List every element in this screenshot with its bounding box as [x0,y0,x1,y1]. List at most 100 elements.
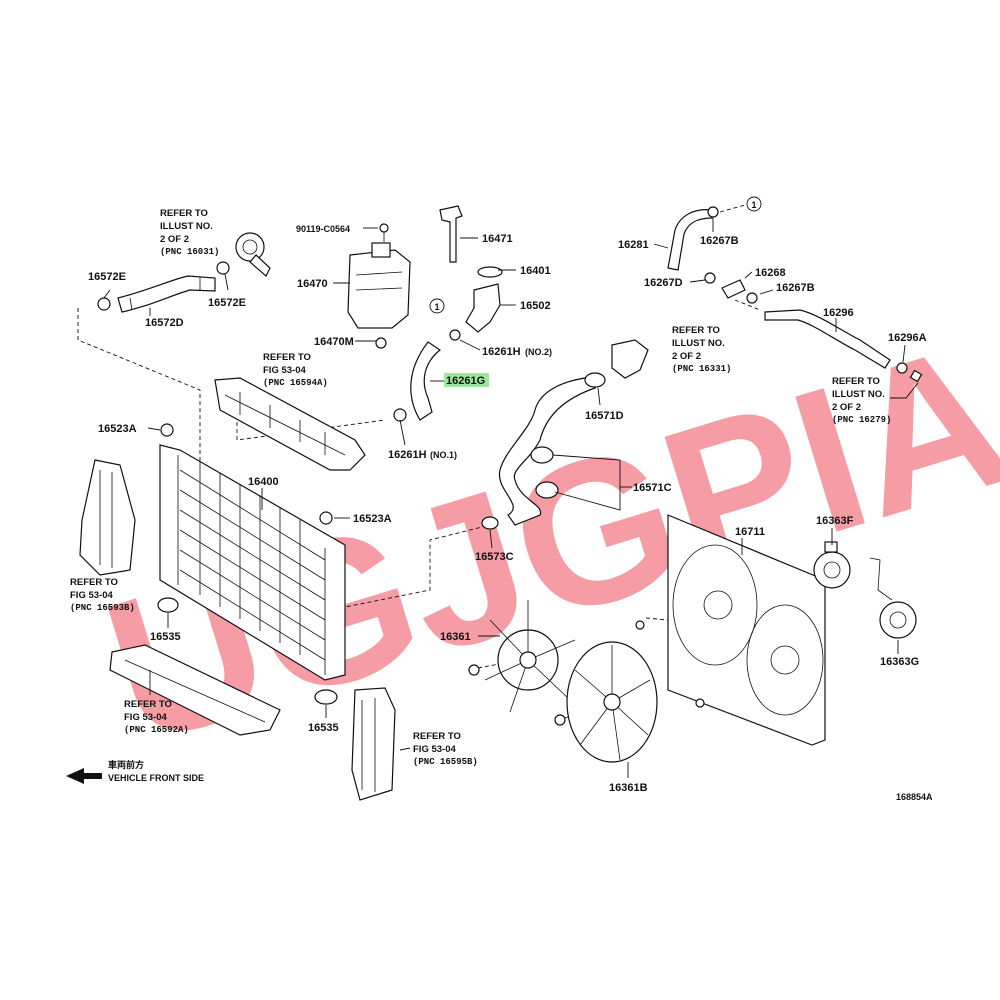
shroud-16711 [667,514,826,746]
label-16502: 16502 [520,300,551,312]
diagram-id: 168854A [896,792,933,802]
clamp-16571D [584,372,606,388]
direction-jp: 車両前方 [108,759,144,770]
ref-16593B-l2: FIG 53-04 [70,590,113,601]
label-16573C: 16573C [475,551,514,563]
dash-line-16268 [734,299,761,311]
hose-16572D [117,275,216,313]
pipe-end-16279 [909,369,923,383]
ref-16279-l4: (PNC 16279) [832,415,891,425]
label-16361B: 16361B [609,782,648,794]
ref-16031: REFER TO ILLUST NO. 2 OF 2 (PNC 16031) [160,208,219,257]
label-90119: 90119-C0564 [296,224,350,234]
water-outlet-16031 [235,232,271,277]
label-16470M: 16470M [314,336,354,348]
ref-16595B: REFER TO FIG 53-04 (PNC 16595B) [413,731,478,767]
radiator-16400 [159,444,346,681]
ref-16595B-l1: REFER TO [413,731,461,742]
cap-16401 [477,266,503,278]
clamp-16571C-b [535,481,559,499]
hose-16296 [764,309,891,369]
dash-line-16572D [77,308,201,470]
ref-16279-l2: ILLUST NO. [832,389,885,400]
nut-fan-b [554,714,566,726]
vehicle-front-indicator: 車両前方 VEHICLE FRONT SIDE [66,759,204,784]
radiator-support-upper [214,377,366,471]
label-16535-b: 16535 [308,722,339,734]
ref-16279-l3: 2 OF 2 [832,402,861,413]
label-16535-a: 16535 [150,631,181,643]
fan-16361B [566,641,658,763]
label-16268: 16268 [755,267,786,279]
bolt-shroud-a [635,620,645,630]
thermostat-16331 [611,339,649,379]
ref-16279: REFER TO ILLUST NO. 2 OF 2 (PNC 16279) [832,376,891,425]
leader-lines [103,218,919,778]
ref-16594A-l2: FIG 53-04 [263,365,306,376]
label-16571C: 16571C [633,482,672,494]
label-16711: 16711 [735,526,765,538]
label-16281: 16281 [618,239,649,251]
motor-16363F [813,541,851,589]
clamp-16296A [896,362,908,374]
dash-line-16261H1 [236,380,386,441]
label-16261H-no2-note: (NO.2) [525,347,552,357]
ref-16594A-l3: (PNC 16594A) [263,378,328,388]
clamp-16267D [704,272,716,284]
label-16470: 16470 [297,278,328,290]
cushion-16535-a [157,597,179,613]
hose-upper-long [498,377,597,526]
ref-16595B-l3: (PNC 16595B) [413,757,478,767]
label-16296: 16296 [823,307,854,319]
clamp-16261H1 [393,408,407,422]
ref-16595B-l2: FIG 53-04 [413,744,456,755]
ref-16593B-l3: (PNC 16593B) [70,603,135,613]
label-16261H-no2: 16261H [482,346,521,358]
highlight-16261G [444,373,489,387]
label-16523A-mid: 16523A [353,513,392,525]
seal-16595B [351,687,396,801]
cushion-16535-b [314,689,338,705]
hose-16261G [410,341,442,421]
ref-16592A-l1: REFER TO [124,699,172,710]
callout-circle-b-text: 1 [434,302,439,312]
fan-16361 [484,600,576,713]
callout-circle-a-text: 1 [751,200,756,210]
label-16400: 16400 [248,476,279,488]
ref-16592A-l3: (PNC 16592A) [124,725,189,735]
bolt-90119 [379,223,389,242]
seal-16593B [79,459,136,576]
ref-16592A: REFER TO FIG 53-04 (PNC 16592A) [124,699,189,735]
ref-16593B: REFER TO FIG 53-04 (PNC 16593B) [70,577,135,613]
ref-16031-l3: 2 OF 2 [160,234,189,245]
ref-16594A: REFER TO FIG 53-04 (PNC 16594A) [263,352,328,388]
clamp-16571C-a [530,446,554,464]
label-16572D: 16572D [145,317,184,329]
clamp-16261H2 [449,329,461,341]
nut-fan-a [468,664,480,676]
label-16572E-left: 16572E [88,271,126,283]
label-16296A: 16296A [888,332,927,344]
label-16471: 16471 [482,233,513,245]
ref-16331-l4: (PNC 16331) [672,364,731,374]
ref-16031-l2: ILLUST NO. [160,221,213,232]
motor-16363G [869,557,917,639]
ref-16331: REFER TO ILLUST NO. 2 OF 2 (PNC 16331) [672,325,731,374]
bolt-shroud-b [695,698,705,708]
ref-16593B-l1: REFER TO [70,577,118,588]
ref-16331-l2: ILLUST NO. [672,338,725,349]
clamp-16267B-b [746,292,758,304]
clamp-16572E-right [216,261,230,275]
label-16401: 16401 [520,265,551,277]
label-16267D: 16267D [644,277,683,289]
ref-16594A-l1: REFER TO [263,352,311,363]
label-16363F: 16363F [816,515,854,527]
ref-16331-l1: REFER TO [672,325,720,336]
label-16261H-no1-note: (NO.1) [430,450,457,460]
label-16261H-no1: 16261H [388,449,427,461]
dash-line-circle-a [719,204,746,213]
label-16361: 16361 [440,631,471,643]
callout-circle-b: 1 [429,298,445,314]
grommet-16523A-top [160,423,174,437]
